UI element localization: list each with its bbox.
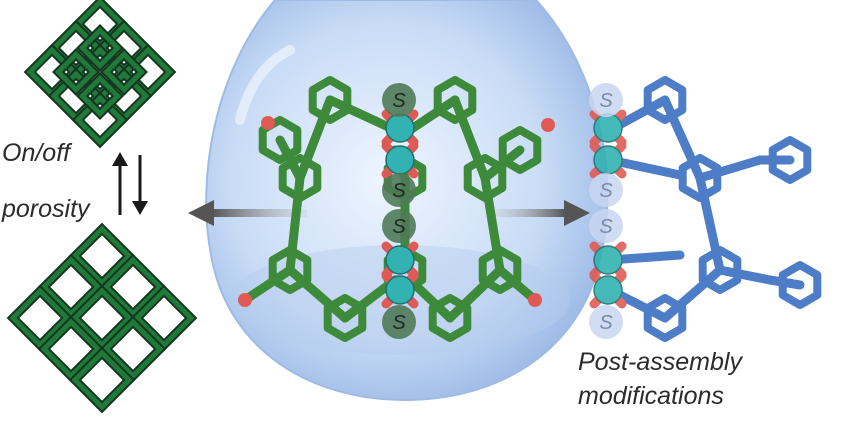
- solvent-label: S: [392, 180, 406, 202]
- solvent-sphere: S: [589, 209, 623, 243]
- solvent-label: S: [392, 216, 406, 238]
- solvent-sphere: S: [382, 173, 416, 207]
- phenyl-ring: [698, 246, 742, 294]
- metal-node: [593, 245, 623, 275]
- framework-cell-inner: [71, 349, 133, 411]
- framework-cell-b-inner: [78, 74, 122, 118]
- framework-cell-inner: [40, 318, 102, 380]
- phenyl-ring: [768, 136, 812, 184]
- solvent-label: S: [599, 90, 613, 112]
- linker-bond: [295, 95, 335, 183]
- terminal-oxygen: [528, 293, 542, 307]
- linker-bond: [285, 265, 350, 323]
- solvent-sphere: S: [382, 209, 416, 243]
- phenyl-ring: [258, 116, 302, 164]
- phenyl-ring: [478, 246, 522, 294]
- framework-cell-inner: [9, 287, 71, 349]
- phenyl-ring: [778, 261, 822, 309]
- solvent-sphere: S: [589, 305, 623, 339]
- left-arrow-icon: [188, 200, 307, 226]
- solvent-label: S: [599, 312, 613, 334]
- terminal-oxygen: [541, 118, 555, 132]
- framework-cell-inner: [40, 256, 102, 318]
- solvent-label: S: [392, 90, 406, 112]
- metal-node: [385, 113, 415, 143]
- metal-node: [385, 245, 415, 275]
- terminal-oxygen: [238, 293, 252, 307]
- solvent-label: S: [392, 312, 406, 334]
- framework-cell-b-inner: [54, 50, 98, 94]
- linker-bond: [325, 95, 400, 135]
- porosity-label: porosity: [2, 195, 90, 223]
- metal-node: [593, 145, 623, 175]
- linker-bond: [450, 95, 490, 183]
- linker-bond: [445, 265, 505, 323]
- solvent-sphere: S: [382, 83, 416, 117]
- linker-bond: [480, 145, 525, 183]
- cage-molecule-icon: [238, 76, 555, 342]
- linker-bond: [715, 265, 775, 285]
- framework-cell-b-inner: [102, 50, 146, 94]
- framework-cell-inner: [102, 318, 164, 380]
- linker-bond: [480, 173, 505, 275]
- linker-bond: [405, 275, 455, 323]
- solvent-sphere: S: [589, 83, 623, 117]
- post-assembly-label: Post-assembly: [578, 348, 742, 376]
- linker-bond: [660, 265, 725, 323]
- open-framework-icon: [6, 222, 198, 414]
- framework-cell-inner: [71, 225, 133, 287]
- solvent-sphere: S: [589, 173, 623, 207]
- solvent-sphere: S: [382, 305, 416, 339]
- interpenetrated-framework-icon: [23, 0, 177, 149]
- reversible-arrows-icon: [112, 152, 148, 215]
- framework-cell-inner: [133, 287, 195, 349]
- framework-cell-b-inner: [78, 26, 122, 70]
- linker-bond: [765, 275, 805, 290]
- framework-cell-a-inner: [74, 94, 126, 146]
- linker-bond: [695, 155, 765, 183]
- on-off-label: On/off: [2, 139, 71, 167]
- solvent-label: S: [599, 180, 613, 202]
- metal-node: [385, 145, 415, 175]
- metal-node: [593, 113, 623, 143]
- phenyl-ring: [428, 294, 472, 342]
- metal-node: [385, 275, 415, 305]
- linker-bond: [405, 95, 460, 135]
- metal-node: [593, 275, 623, 305]
- framework-cell-inner: [71, 287, 133, 349]
- phenyl-ring: [268, 246, 312, 294]
- modified-cage-icon: [589, 76, 822, 342]
- phenyl-ring: [433, 76, 477, 124]
- phenyl-ring: [498, 126, 542, 174]
- linker-bond: [285, 173, 305, 275]
- linker-bond: [495, 265, 540, 305]
- phenyl-ring: [308, 76, 352, 124]
- linker-bond: [275, 135, 305, 183]
- terminal-oxygen: [261, 116, 275, 130]
- right-arrow-icon: [495, 200, 590, 226]
- linker-bond: [660, 95, 705, 183]
- modifications-label: modifications: [578, 382, 724, 410]
- solvent-label: S: [599, 216, 613, 238]
- linker-bond: [695, 173, 725, 275]
- phenyl-ring: [643, 76, 687, 124]
- framework-cell-inner: [102, 256, 164, 318]
- linker-bond: [240, 265, 295, 305]
